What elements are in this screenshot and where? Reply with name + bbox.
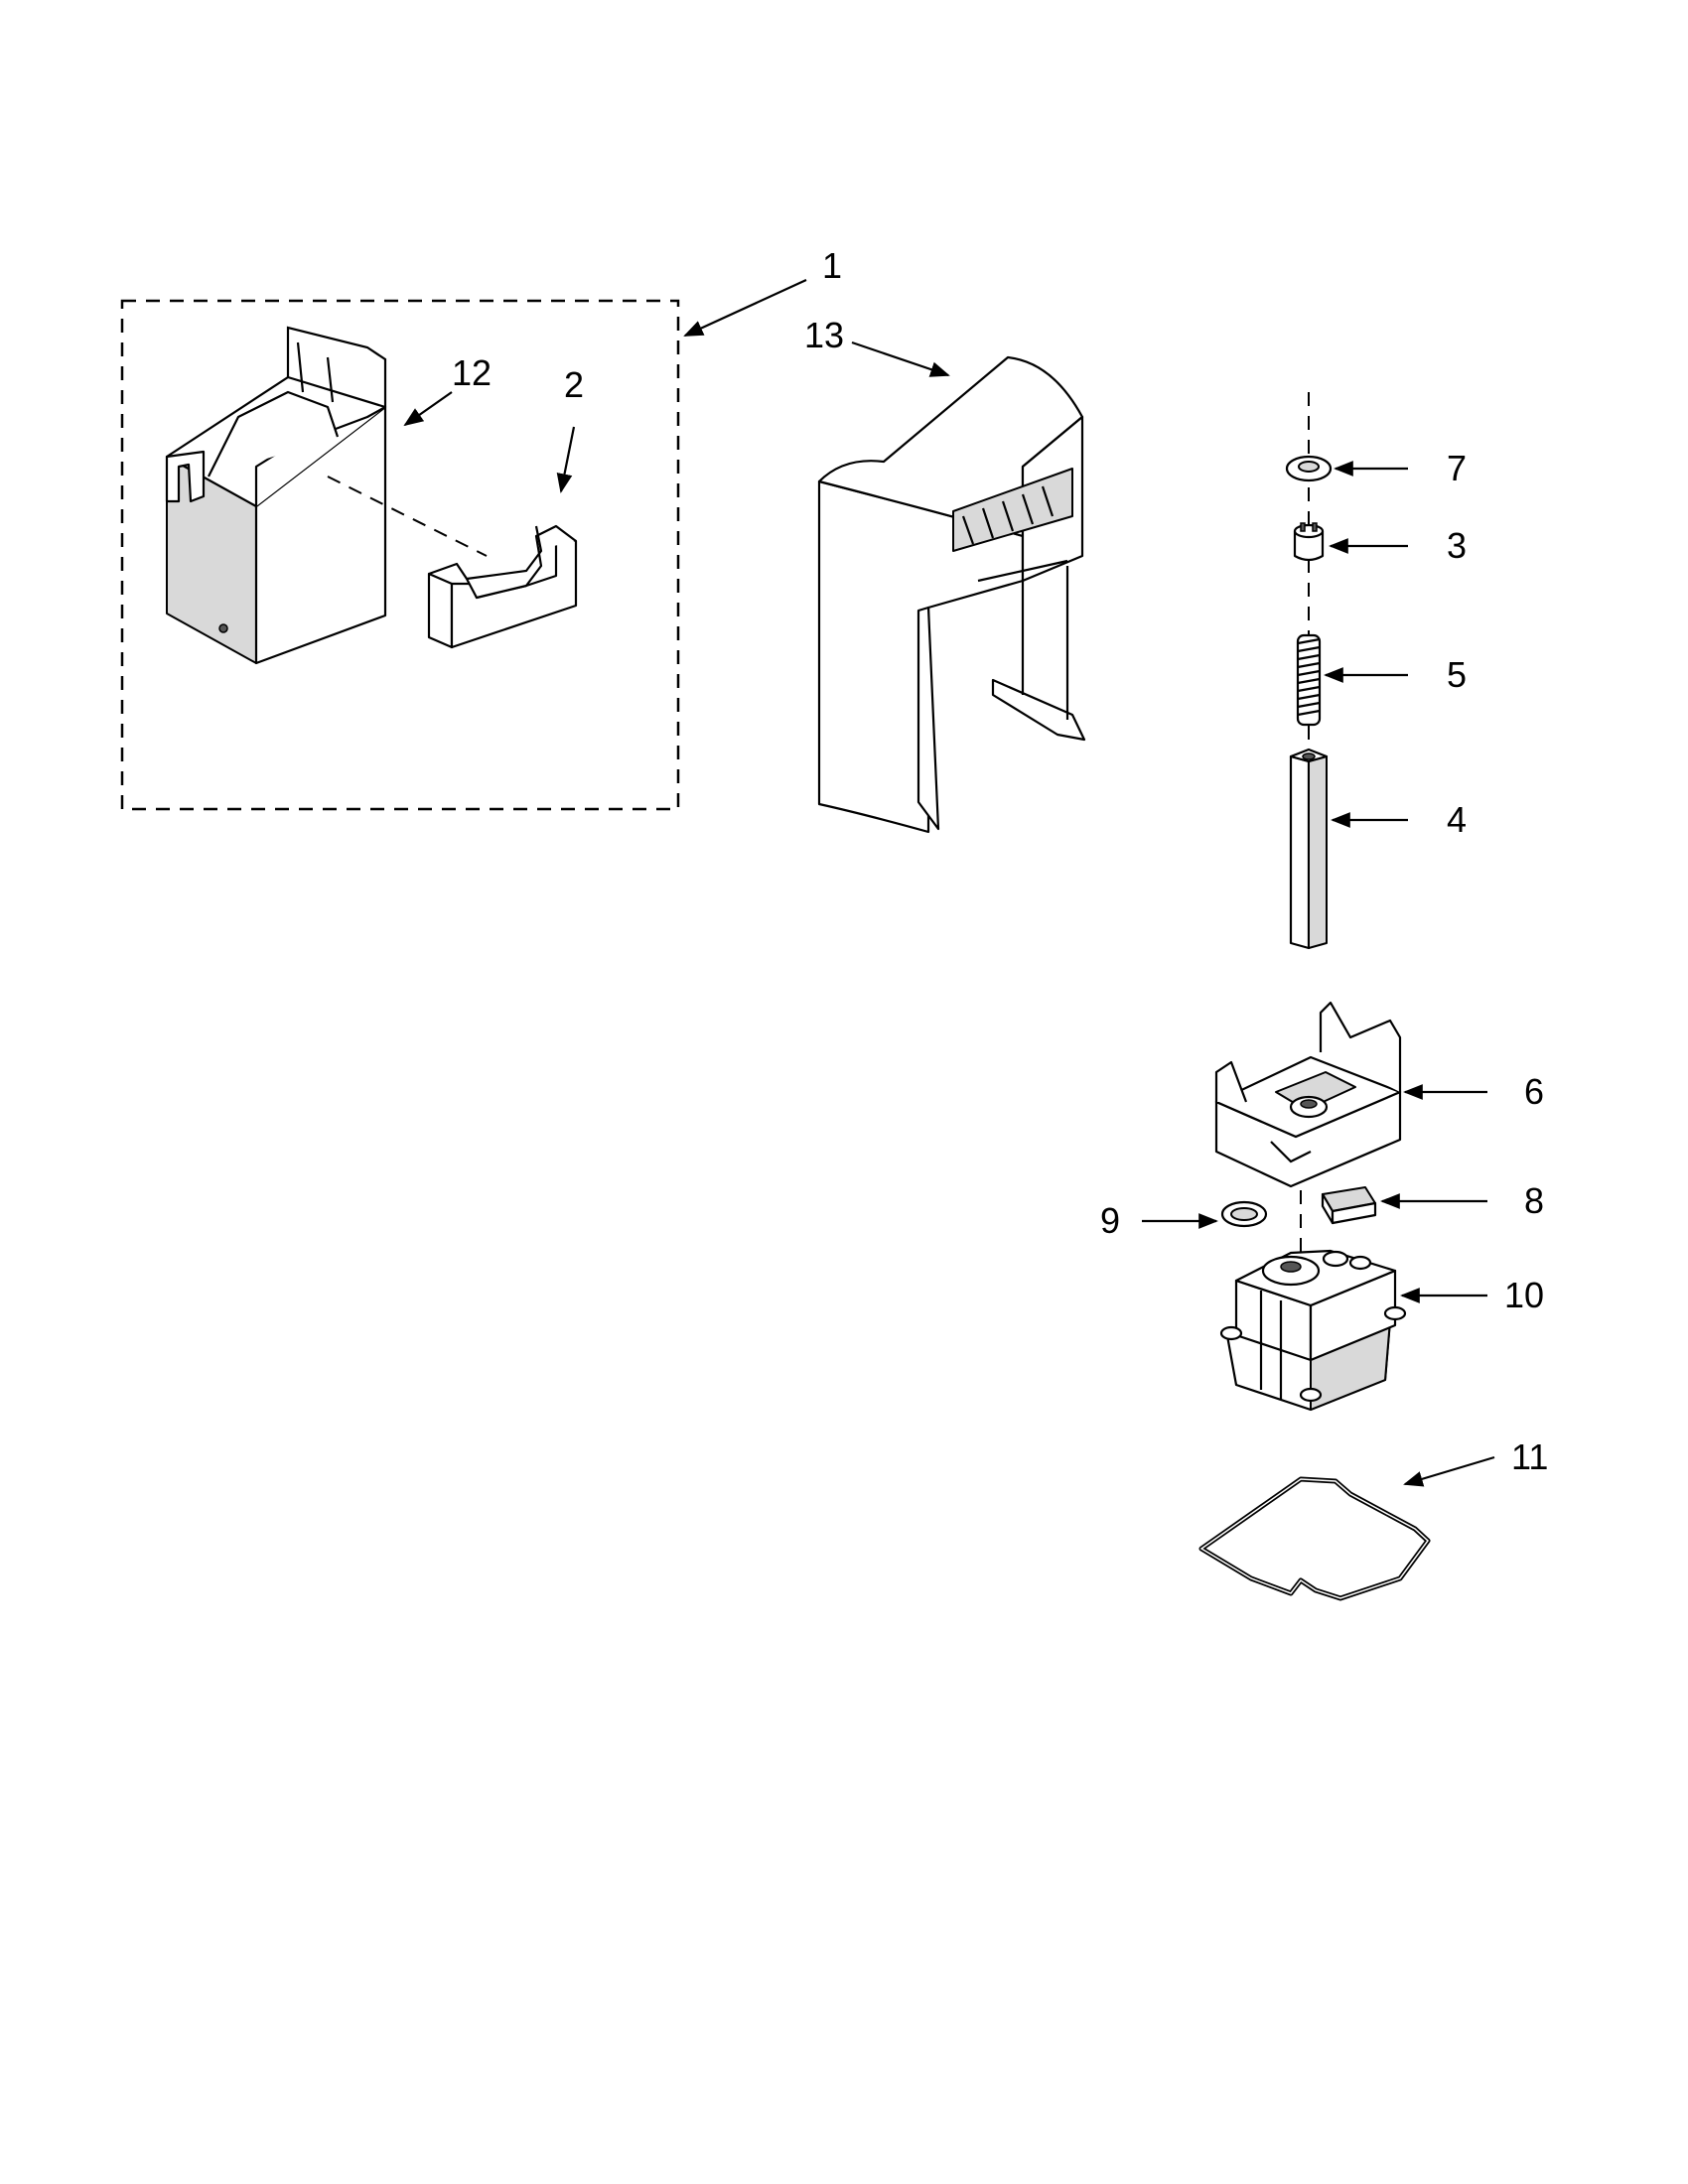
part-o-ring [1220, 1200, 1268, 1228]
part-ice-bucket [165, 326, 387, 665]
callout-labels: 1 2 3 4 5 6 7 8 9 10 11 12 13 [452, 245, 1548, 1477]
assembly-group-box [120, 299, 680, 811]
callout-9: 9 [1100, 1200, 1120, 1241]
alignment-dash-bucket [327, 476, 488, 557]
part-shaft [1289, 748, 1329, 950]
callout-8: 8 [1524, 1180, 1544, 1221]
callout-7: 7 [1447, 448, 1467, 488]
leader-11 [1403, 1455, 1495, 1487]
callout-1: 1 [822, 245, 842, 286]
leader-13 [851, 341, 950, 377]
callout-13: 13 [804, 315, 844, 355]
leader-lines [403, 279, 1495, 1487]
part-dispenser-housing [817, 355, 1086, 834]
callout-2: 2 [564, 364, 584, 405]
part-bucket-divider [427, 524, 578, 649]
part-gasket [1198, 1476, 1431, 1601]
part-washer [1285, 455, 1333, 482]
callout-12: 12 [452, 352, 492, 393]
leader-1 [683, 279, 807, 337]
part-spring [1296, 633, 1322, 727]
part-coupler [1293, 522, 1325, 562]
callout-5: 5 [1447, 654, 1467, 695]
callout-3: 3 [1447, 525, 1467, 566]
part-motor-bracket [1214, 1001, 1402, 1188]
callout-10: 10 [1504, 1275, 1544, 1315]
callout-6: 6 [1524, 1071, 1544, 1112]
leader-2 [556, 426, 576, 493]
callout-4: 4 [1447, 799, 1467, 840]
leader-12 [403, 391, 453, 427]
part-motor [1219, 1249, 1407, 1412]
part-bushing [1321, 1186, 1377, 1225]
callout-11: 11 [1511, 1436, 1548, 1477]
